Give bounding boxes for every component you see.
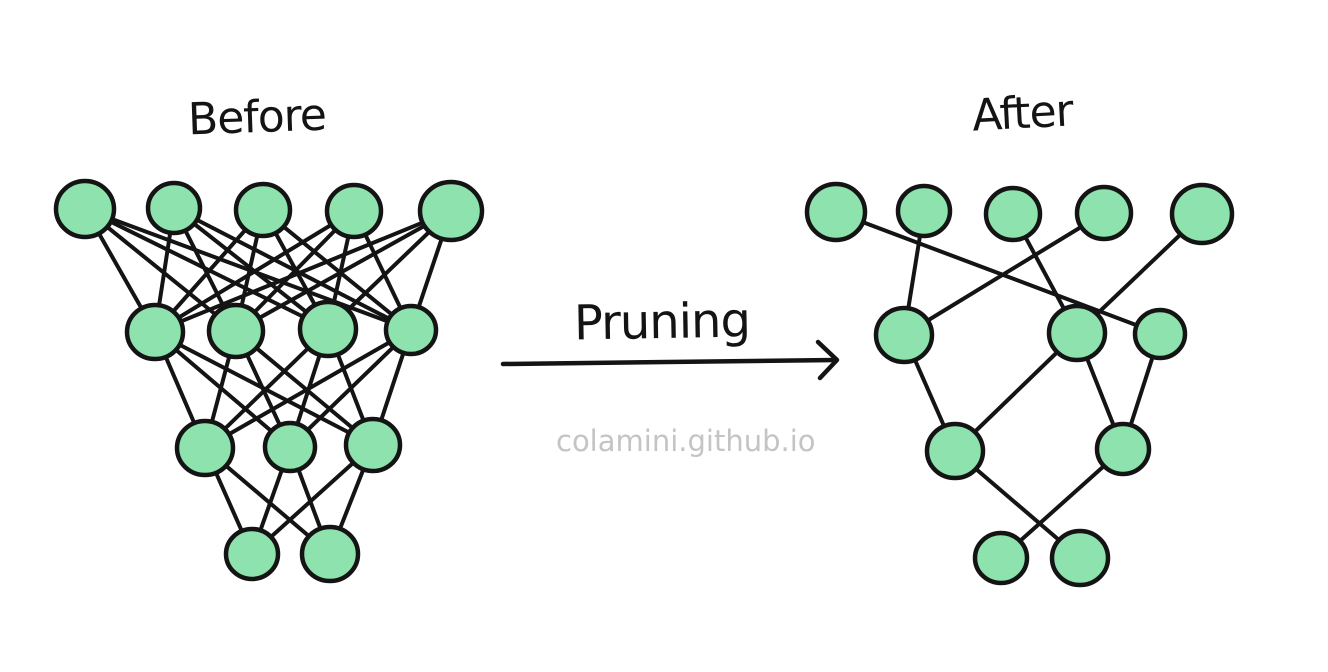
after-nodes: [804, 181, 1235, 588]
before-edge-1-3-to-2-0: [203, 328, 413, 450]
before-edges: [83, 206, 453, 556]
after-node-layer0-0: [804, 181, 868, 243]
before-node-layer0-1: [145, 180, 203, 236]
after-edge-0-3-to-1-0: [902, 211, 1106, 337]
after-node-layer3-0: [972, 530, 1030, 586]
before-label: Before: [187, 89, 327, 146]
before-node-layer2-1: [262, 420, 318, 474]
before-node-layer0-0: [53, 178, 117, 240]
after-node-layer1-0: [873, 305, 935, 365]
after-node-layer2-1: [1094, 421, 1152, 477]
after-node-layer3-1: [1049, 528, 1111, 588]
after-node-layer0-3: [1074, 184, 1134, 242]
before-node-layer0-2: [233, 181, 293, 239]
before-nodes: [53, 178, 485, 584]
arrow-shaft: [500, 357, 839, 367]
after-node-layer0-4: [1169, 182, 1235, 246]
pruning-label: Pruning: [573, 292, 751, 352]
after-node-layer2-0: [924, 421, 986, 481]
before-node-layer0-3: [324, 182, 384, 240]
before-node-layer1-0: [124, 302, 186, 362]
before-node-layer1-2: [297, 299, 359, 359]
after-label: After: [970, 85, 1074, 142]
before-edge-0-3-to-1-0: [153, 209, 356, 334]
after-node-layer1-2: [1132, 307, 1188, 361]
before-edge-1-3-to-2-1: [288, 328, 413, 449]
after-node-layer0-2: [983, 185, 1043, 243]
before-edge-0-2-to-1-3: [261, 208, 413, 332]
before-edge-0-4-to-1-1: [234, 209, 453, 333]
before-edge-0-1-to-1-3: [172, 206, 413, 332]
watermark-text: colamini.github.io: [556, 424, 816, 458]
before-edge-1-1-to-2-2: [234, 329, 375, 447]
after-node-layer0-1: [895, 183, 953, 239]
before-node-layer1-1: [206, 302, 266, 360]
after-edge-0-0-to-1-2: [834, 210, 1162, 336]
after-edges: [834, 209, 1204, 560]
before-node-layer2-2: [343, 416, 403, 474]
after-node-layer1-1: [1046, 303, 1108, 363]
before-node-layer2-0: [174, 418, 236, 478]
before-node-layer0-4: [417, 179, 485, 243]
before-node-layer1-3: [383, 303, 439, 357]
before-edge-0-4-to-1-0: [153, 209, 453, 334]
before-node-layer3-1: [299, 524, 361, 584]
arrow-head: [815, 339, 840, 381]
pruning-arrow: [500, 339, 840, 381]
before-node-layer3-0: [223, 526, 281, 582]
